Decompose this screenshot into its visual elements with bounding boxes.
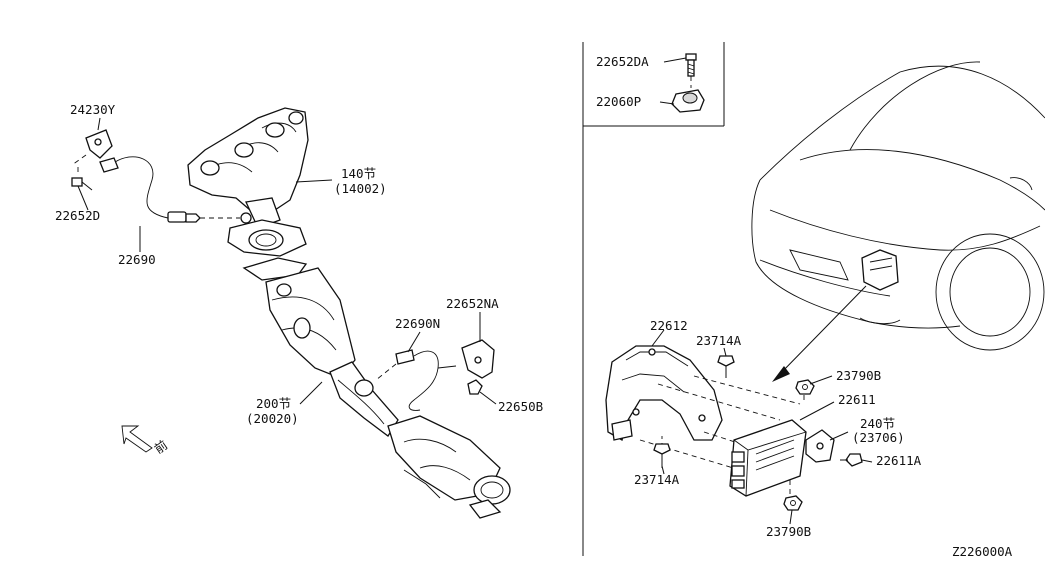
label-22690N: 22690N xyxy=(395,316,440,331)
label-200: 200节 xyxy=(256,396,291,411)
label-23714A-bottom: 23714A xyxy=(634,472,680,487)
bolt-23714A-bottom xyxy=(653,443,671,468)
front-arrow-icon xyxy=(121,425,153,453)
label-14002: (14002) xyxy=(334,181,387,196)
label-24230Y: 24230Y xyxy=(70,102,116,117)
bolt-22652DA xyxy=(685,53,697,88)
label-22690: 22690 xyxy=(118,252,156,267)
label-22060P: 22060P xyxy=(596,94,641,109)
front-direction-label: 前 xyxy=(151,437,170,456)
label-240: 240节 xyxy=(860,416,895,431)
label-22652NA: 22652NA xyxy=(446,296,499,311)
label-23790B-bottom: 23790B xyxy=(766,524,811,539)
label-23790B-top: 23790B xyxy=(836,368,881,383)
catalytic-converter-front xyxy=(242,257,356,379)
location-arrow xyxy=(772,285,867,382)
bracket-22652NA xyxy=(461,339,495,379)
rear-o2-sensor xyxy=(375,349,457,411)
label-23706: (23706) xyxy=(852,430,905,445)
bolt-22652D xyxy=(71,164,93,191)
bolt-22611A xyxy=(840,453,863,467)
label-22611A: 22611A xyxy=(876,453,922,468)
nut-23790B-top xyxy=(795,379,815,395)
ecm-unit-22611 xyxy=(729,419,807,497)
leader-22652DA xyxy=(663,57,687,63)
label-140: 140节 xyxy=(341,166,376,181)
ecm-side-bracket-23706 xyxy=(805,429,835,463)
exhaust-pipe xyxy=(329,361,399,437)
diagram-id: Z226000A xyxy=(952,544,1013,559)
label-22652DA: 22652DA xyxy=(596,54,649,69)
car-front-view xyxy=(751,61,1045,351)
catalytic-converter-rear xyxy=(387,415,511,519)
exhaust-manifold xyxy=(187,107,309,229)
label-20020: (20020) xyxy=(246,411,299,426)
label-23714A-top: 23714A xyxy=(696,333,742,348)
label-22611: 22611 xyxy=(838,392,876,407)
label-22650B: 22650B xyxy=(498,399,543,414)
bolt-23714A-top xyxy=(717,355,735,378)
label-22612: 22612 xyxy=(650,318,688,333)
manifold-gasket xyxy=(227,219,307,257)
leader-lines-right xyxy=(651,329,873,525)
label-22652D: 22652D xyxy=(55,208,100,223)
nut-22650B xyxy=(467,379,483,395)
leader-lines-left xyxy=(77,117,497,405)
sensor-22060P xyxy=(659,89,705,113)
bracket-24230Y xyxy=(71,129,113,166)
ecm-bracket-22612 xyxy=(605,345,723,441)
front-o2-sensor xyxy=(99,156,252,224)
nut-23790B-bottom xyxy=(783,495,803,511)
section-dividers xyxy=(582,42,725,556)
